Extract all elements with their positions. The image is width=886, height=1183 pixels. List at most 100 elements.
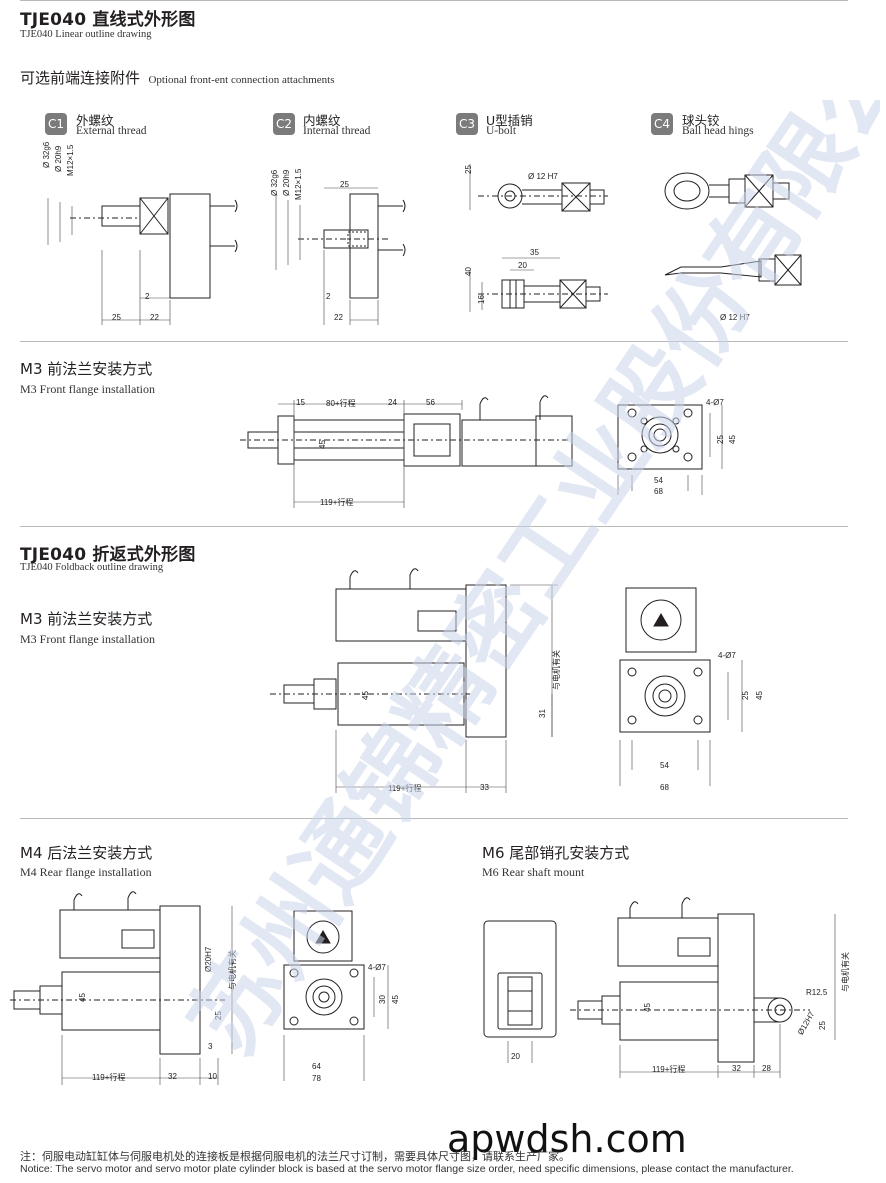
- foldback-title: TJE040 折返式外形图: [20, 545, 196, 565]
- m4-h45: 45: [391, 995, 400, 1004]
- m3-foldback-dim-31: 31: [538, 709, 547, 718]
- note-cn: 注：伺服电动缸缸体与伺服电机处的连接板是根据伺服电机的法兰尺寸订制，需要具体尺寸…: [20, 1150, 570, 1163]
- m3-foldback-dim-45: 45: [361, 691, 370, 700]
- top-rule: [20, 0, 848, 1]
- rule-3: [20, 818, 848, 819]
- rule-1: [20, 341, 848, 342]
- rule-2: [20, 526, 848, 527]
- m4-flange-view: [268, 905, 408, 1085]
- m3-foldback-motor: 与电机有关: [552, 650, 561, 690]
- m3-linear-holes: 4-Ø7: [706, 398, 724, 407]
- c3-dim-20: 20: [518, 261, 527, 270]
- badge-c4: C4: [651, 113, 673, 135]
- c2-dim-d1: Ø 32g6: [270, 169, 279, 196]
- site-brand: apwdsh.com: [447, 1117, 687, 1161]
- m3-foldback-w54: 54: [660, 761, 669, 770]
- m4-w78: 78: [312, 1074, 321, 1083]
- m6-side-view: [570, 890, 855, 1080]
- m3-foldback-dim-119: 119+行程: [388, 784, 422, 793]
- m4-dim-3: 3: [208, 1042, 213, 1051]
- c1-dim-2: 2: [145, 292, 150, 301]
- m6-w20: 20: [511, 1052, 520, 1061]
- m4-dim-25: 25: [214, 1011, 223, 1020]
- c4-label-cn: 球头铰: [682, 113, 720, 128]
- m3-foldback-side-view: [270, 565, 570, 800]
- badge-c3: C3: [456, 113, 478, 135]
- c1-dim-d2: Ø 20h9: [54, 145, 63, 172]
- m3-foldback-flange-view: [610, 580, 760, 795]
- m6-rear-view: [478, 915, 568, 1065]
- m6-r: R12.5: [806, 988, 828, 997]
- m4-dim-119: 119+行程: [92, 1073, 126, 1082]
- m4-h30: 30: [378, 995, 387, 1004]
- note-en: Notice: The servo motor and servo motor …: [20, 1163, 794, 1175]
- m3-foldback-h45: 45: [755, 691, 764, 700]
- m3-foldback-dim-33: 33: [480, 783, 489, 792]
- c3-drawing: [458, 150, 618, 330]
- m6-cn: M6 尾部销孔安装方式: [482, 844, 630, 862]
- m4-en: M4 Rear flange installation: [20, 865, 152, 879]
- m6-dim-32: 32: [732, 1064, 741, 1073]
- m3-foldback-cn: M3 前法兰安装方式: [20, 610, 153, 628]
- c1-dim-22: 22: [150, 313, 159, 322]
- m4-cn: M4 后法兰安装方式: [20, 844, 153, 862]
- linear-title: TJE040 直线式外形图: [20, 10, 196, 30]
- m6-dim-25: 25: [818, 1021, 827, 1030]
- c3-dim-16: 16: [477, 295, 486, 304]
- badge-c1: C1: [45, 113, 67, 135]
- m4-side-view: [10, 890, 250, 1090]
- m6-dim-45: 45: [643, 1003, 652, 1012]
- c2-label-en: Internal thread: [303, 125, 371, 137]
- m3-foldback-w68: 68: [660, 783, 669, 792]
- m3-linear-side-view: [240, 390, 580, 515]
- c4-label-en: Ball head hings: [682, 125, 754, 137]
- c1-dim-d3: M12×1.5: [66, 144, 75, 176]
- c1-drawing: [30, 150, 245, 335]
- m4-dim-32: 32: [168, 1072, 177, 1081]
- c1-dim-d1: Ø 32g6: [42, 141, 51, 168]
- c2-dim-d3: M12×1.5: [294, 168, 303, 200]
- c3-hole: Ø 12 H7: [528, 172, 558, 181]
- c2-dim-25: 25: [340, 180, 349, 189]
- c2-drawing: [258, 150, 458, 335]
- c3-dim-25: 25: [464, 165, 473, 174]
- c2-dim-2: 2: [326, 292, 331, 301]
- m4-motor: 与电机有关: [228, 950, 237, 990]
- m6-en: M6 Rear shaft mount: [482, 865, 585, 879]
- m3-linear-h45: 45: [728, 435, 737, 444]
- m3-linear-dim-15: 15: [296, 398, 305, 407]
- c3-dim-40: 40: [464, 267, 473, 276]
- foldback-subtitle: TJE040 Foldback outline drawing: [20, 562, 164, 573]
- linear-subtitle: TJE040 Linear outline drawing: [20, 29, 152, 40]
- m6-motor: 与电机有关: [841, 952, 850, 992]
- m3-linear-h25: 25: [716, 435, 725, 444]
- c3-label-en: U-bolt: [486, 125, 517, 137]
- m3-linear-w68: 68: [654, 487, 663, 496]
- attachments-en: Optional front-ent connection attachment…: [148, 74, 335, 86]
- c3-label-cn: U型插销: [486, 113, 533, 128]
- m4-dim-10: 10: [208, 1072, 217, 1081]
- badge-c2: C2: [273, 113, 295, 135]
- m4-dim-d20h7: Ø20H7: [204, 946, 213, 972]
- m3-foldback-h25: 25: [741, 691, 750, 700]
- m6-dim-119: 119+行程: [652, 1065, 686, 1074]
- m3-linear-w54: 54: [654, 476, 663, 485]
- attachments-heading: 可选前端连接附件 Optional front-ent connection a…: [20, 67, 335, 88]
- m3-linear-en: M3 Front flange installation: [20, 382, 155, 396]
- m3-linear-flange-view: [610, 395, 750, 505]
- m4-holes: 4-Ø7: [368, 963, 386, 972]
- m4-w64: 64: [312, 1062, 321, 1071]
- m3-linear-dim-45: 45: [318, 440, 327, 449]
- m3-linear-dim-119: 119+行程: [320, 498, 354, 507]
- c1-label-cn: 外螺纹: [76, 113, 114, 128]
- c1-label-en: External thread: [76, 125, 147, 137]
- c3-dim-35: 35: [530, 248, 539, 257]
- m3-linear-dim-24: 24: [388, 398, 397, 407]
- c2-dim-22: 22: [334, 313, 343, 322]
- c2-dim-d2: Ø 20h9: [282, 169, 291, 196]
- m4-dim-45: 45: [78, 993, 87, 1002]
- c4-hole: Ø 12 H7: [720, 313, 750, 322]
- m3-linear-cn: M3 前法兰安装方式: [20, 360, 153, 378]
- m3-foldback-en: M3 Front flange installation: [20, 632, 155, 646]
- attachments-cn: 可选前端连接附件: [20, 69, 141, 87]
